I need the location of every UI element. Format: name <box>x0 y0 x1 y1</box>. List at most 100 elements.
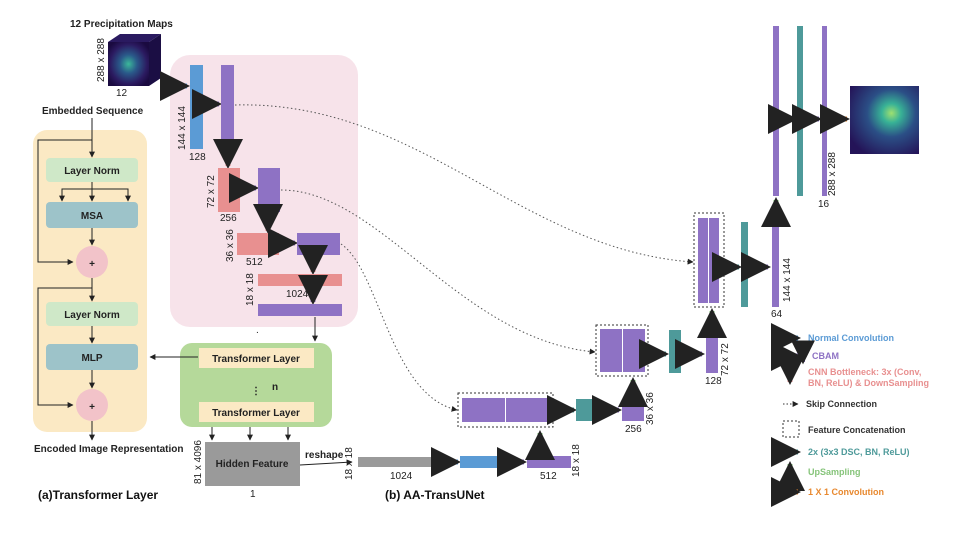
residual-path-1 <box>37 139 92 265</box>
enc-l1-ch: 128 <box>189 152 206 163</box>
dec-bottom-cbam <box>527 456 571 468</box>
dec-concat-1-a <box>462 398 505 422</box>
enc-l2-cbam <box>258 168 280 212</box>
reshape-ch: 1024 <box>390 471 413 482</box>
legend-dsc-label: 2x (3x3 DSC, BN, ReLU) <box>808 447 910 457</box>
enc-l3-bottleneck <box>237 233 279 255</box>
plus-2-circle <box>76 389 108 421</box>
plus-1-circle <box>76 246 108 278</box>
skip-connection-3 <box>340 243 458 412</box>
legend-bottleneck-label: CNN Bottleneck: 3x (Conv, <box>808 367 921 377</box>
reshape-conv <box>460 456 505 468</box>
layer-norm-2-box <box>46 302 138 326</box>
input-title: 12 Precipitation Maps <box>70 19 173 30</box>
hidden-feature-size: 81 x 4096 <box>193 440 204 484</box>
residual-path-2 <box>37 287 92 408</box>
dec-d4-ch: 64 <box>771 309 783 320</box>
transformer-top-label: Transformer Layer <box>212 354 300 365</box>
enc-l1-conv <box>190 65 203 149</box>
output-precip-map <box>850 86 919 154</box>
enc-l2-size: 72 x 72 <box>206 175 217 208</box>
enc-l4-ch: 1024 <box>286 289 309 300</box>
caption-b: (b) AA-TransUNet <box>385 488 485 502</box>
dec-d3-ch: 128 <box>705 376 722 387</box>
hidden-feature: Hidden Feature 81 x 4096 1 reshape 18 x … <box>193 430 582 500</box>
legend-concat-icon <box>782 420 800 438</box>
enc-l1-size: 144 x 144 <box>177 106 188 150</box>
dec-final-dsc <box>797 26 803 196</box>
dec-out-size: 288 x 288 <box>827 152 838 196</box>
legend-1x1-label: 1 X 1 Convolution <box>808 487 884 497</box>
hidden-feature-label: Hidden Feature <box>216 459 289 470</box>
dec-1-dsc <box>576 399 598 421</box>
ln1-to-msa-left <box>59 188 92 202</box>
dec-concat-3-b <box>709 218 719 303</box>
dec-d1-size: 18 x 18 <box>571 444 582 477</box>
input-precip-map <box>108 42 149 86</box>
transformer-dots: ⋮ <box>251 386 261 397</box>
dec-final-cbam-1 <box>773 26 779 196</box>
legend-bottleneck-label-2: BN, ReLU) & DownSampling <box>808 378 929 388</box>
enc-l3-cbam <box>297 233 340 255</box>
layer-norm-2-label: Layer Norm <box>64 310 120 321</box>
dec-concat-3-a <box>698 218 708 303</box>
skip-connections <box>234 104 694 412</box>
layer-norm-1-box <box>46 158 138 182</box>
reshape-arrow <box>299 459 353 466</box>
legend-upsampling-label: UpSampling <box>808 467 861 477</box>
mlp-box <box>46 344 138 370</box>
dec-d2-size: 36 x 36 <box>645 392 656 425</box>
enc-l4-cbam <box>258 304 342 316</box>
legend: Normal Convolution CBAM CNN Bottleneck: … <box>771 323 929 507</box>
decoder: 256 36 x 36 128 72 x 72 64 144 x 144 16 … <box>457 26 919 435</box>
legend-normal-conv-label: Normal Convolution <box>808 333 894 343</box>
input-cube-top <box>108 34 161 42</box>
msa-box <box>46 202 138 228</box>
legend-cbam-label: CBAM <box>812 351 839 361</box>
mlp-label: MLP <box>81 353 102 364</box>
msa-label: MSA <box>81 211 103 222</box>
legend-skip-label: Skip Connection <box>806 399 877 409</box>
reshape-feature <box>358 457 441 467</box>
dec-d2-ch: 256 <box>625 424 642 435</box>
dec-d4-size: 144 x 144 <box>782 258 793 302</box>
enc-l2-ch: 256 <box>220 213 237 224</box>
transformer-top-box <box>199 348 314 368</box>
skip-connection-2 <box>280 189 596 355</box>
dec-out-ch: 16 <box>818 199 830 210</box>
transformer-n: n <box>272 382 278 393</box>
caption-a: (a)Transformer Layer <box>38 488 158 502</box>
dec-concat-2-a <box>600 329 622 372</box>
enc-l4-bottleneck <box>258 274 342 286</box>
encoded-image-label: Encoded Image Representation <box>34 444 183 455</box>
ln1-to-msa-right <box>92 188 131 202</box>
enc-l3-ch: 512 <box>246 257 263 268</box>
encoder-panel: 144 x 144 128 72 x 72 256 36 x 36 512 18… <box>160 55 358 342</box>
enc-l4-size: 18 x 18 <box>245 273 256 306</box>
input-size-label: 288 x 288 <box>96 38 107 82</box>
plus-1-label: + <box>89 259 95 270</box>
transformer-stack: Transformer Layer ⋮ n Transformer Layer <box>149 343 332 441</box>
dec-concat-2-b <box>623 329 645 372</box>
legend-concat-label: Feature Concatenation <box>808 425 906 435</box>
skip-connection-1 <box>234 104 694 265</box>
layer-norm-1-label: Layer Norm <box>64 166 120 177</box>
input-cube-side <box>149 34 161 86</box>
plus-2-label: + <box>89 402 95 413</box>
reshape-size: 18 x 18 <box>344 447 355 480</box>
dec-3-dsc <box>741 222 748 307</box>
transformer-bottom-box <box>199 402 314 422</box>
hidden-feature-sub: 1 <box>250 489 256 500</box>
input-section: 12 Precipitation Maps 288 x 288 12 <box>70 19 173 99</box>
dec-1-cbam <box>622 399 644 421</box>
input-depth-label: 12 <box>116 88 128 99</box>
dec-d1-ch: 512 <box>540 471 557 482</box>
dec-d3-size: 72 x 72 <box>720 343 731 376</box>
enc-dot: . <box>256 325 259 336</box>
enc-l1-cbam <box>221 65 234 149</box>
dec-concat-1-b <box>506 398 549 422</box>
transformer-bottom-label: Transformer Layer <box>212 408 300 419</box>
dec-2-dsc <box>669 330 681 373</box>
embedded-sequence-label: Embedded Sequence <box>42 106 144 117</box>
